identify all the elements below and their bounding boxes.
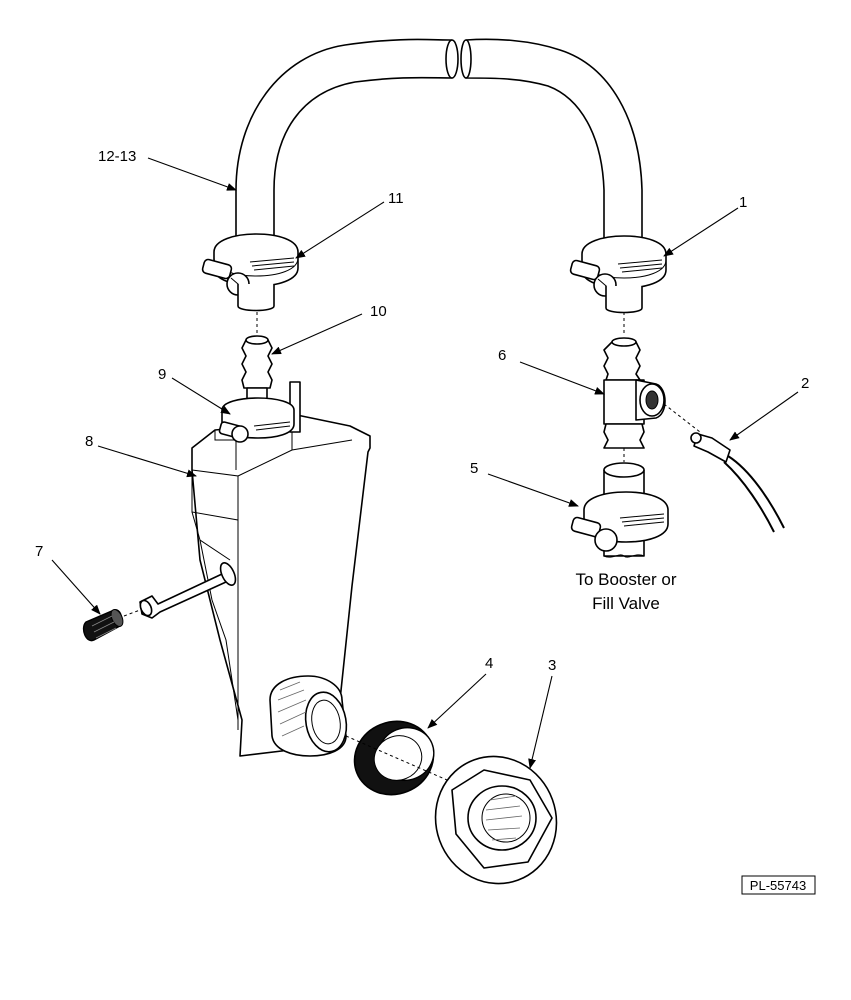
caption-line-1: To Booster or bbox=[575, 570, 676, 589]
callout-2: 2 bbox=[801, 375, 809, 392]
callout-8: 8 bbox=[85, 433, 93, 450]
callout-1: 1 bbox=[739, 194, 747, 211]
callout-9: 9 bbox=[158, 366, 166, 383]
tee-fitting-6 bbox=[603, 337, 666, 449]
plug-7 bbox=[82, 609, 124, 642]
callout-3: 3 bbox=[548, 657, 556, 674]
callout-5: 5 bbox=[470, 460, 478, 477]
callout-10: 10 bbox=[370, 303, 387, 320]
leader-lines bbox=[51, 157, 799, 769]
gasket-4 bbox=[353, 720, 435, 796]
callout-6: 6 bbox=[498, 347, 506, 364]
callout-4: 4 bbox=[485, 655, 493, 672]
drawing-number-box: PL-55743 bbox=[741, 875, 816, 895]
sensor-2 bbox=[690, 432, 785, 533]
rod-tube bbox=[139, 562, 237, 619]
caption-line-2: Fill Valve bbox=[592, 594, 660, 613]
drawing-number: PL-55743 bbox=[750, 878, 806, 893]
hex-nut-3 bbox=[434, 755, 558, 885]
callout-11: 11 bbox=[388, 190, 404, 207]
callout-12-13: 12-13 bbox=[98, 148, 136, 165]
hose-part bbox=[235, 38, 643, 283]
hose-clamp-1 bbox=[569, 235, 667, 314]
hose-clamp-11 bbox=[201, 233, 299, 312]
hose-clamp-9 bbox=[218, 397, 295, 443]
tube-and-clamp-5 bbox=[570, 462, 669, 558]
callout-7: 7 bbox=[35, 543, 43, 560]
